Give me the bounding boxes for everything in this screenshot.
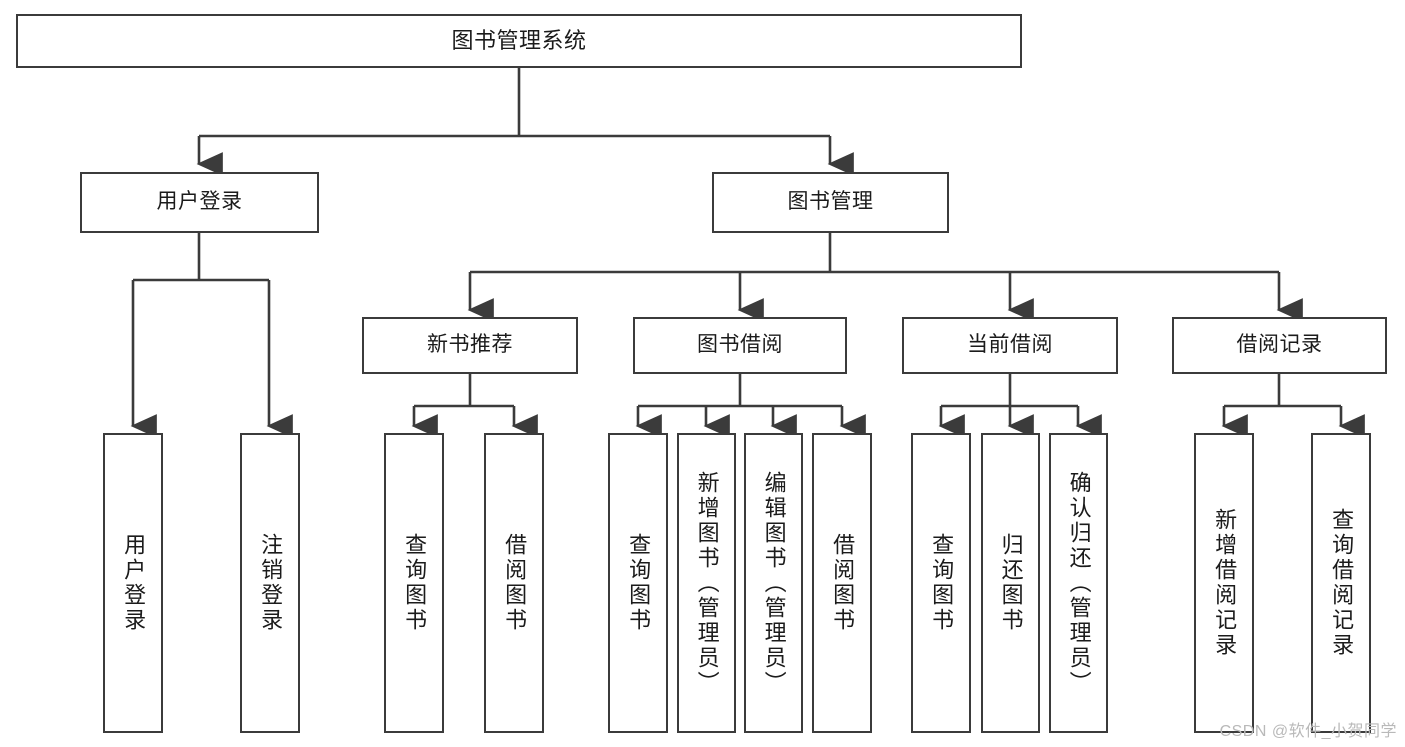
node-book-borrow[interactable]: 图书借阅 — [633, 317, 847, 374]
leaf-label: 注销登录 — [258, 533, 284, 633]
node-user-login[interactable]: 用户登录 — [80, 172, 319, 233]
leaf-label: 查询图书 — [626, 533, 652, 633]
leaf-user-login-logout[interactable]: 注销登录 — [240, 433, 300, 733]
leaf-new-book-borrow-books[interactable]: 借阅图书 — [484, 433, 544, 733]
leaf-current-borrow-return-books[interactable]: 归还图书 — [981, 433, 1040, 733]
leaf-borrow-records-add-record[interactable]: 新增借阅记录 — [1194, 433, 1254, 733]
node-borrow-records[interactable]: 借阅记录 — [1172, 317, 1387, 374]
leaf-book-borrow-add-book-admin[interactable]: 新增图书（管理员） — [677, 433, 736, 733]
leaf-book-borrow-edit-book-admin[interactable]: 编辑图书（管理员） — [744, 433, 803, 733]
node-label: 新书推荐 — [427, 333, 513, 357]
leaf-user-login-login[interactable]: 用户登录 — [103, 433, 163, 733]
node-label: 图书管理系统 — [451, 28, 587, 54]
leaf-label: 新增图书（管理员） — [694, 470, 720, 696]
node-root-book-management-system[interactable]: 图书管理系统 — [16, 14, 1022, 68]
leaf-borrow-records-query-record[interactable]: 查询借阅记录 — [1311, 433, 1371, 733]
leaf-label: 查询借阅记录 — [1329, 508, 1355, 658]
node-label: 当前借阅 — [967, 333, 1053, 357]
node-new-book-recommend[interactable]: 新书推荐 — [362, 317, 578, 374]
node-label: 图书借阅 — [697, 333, 783, 357]
node-label: 图书管理 — [787, 190, 874, 214]
leaf-label: 查询图书 — [929, 533, 955, 633]
leaf-label: 借阅图书 — [830, 533, 856, 633]
node-current-borrow[interactable]: 当前借阅 — [902, 317, 1118, 374]
csdn-watermark: CSDN @软件_小贺同学 — [1219, 723, 1397, 740]
leaf-book-borrow-query-books[interactable]: 查询图书 — [608, 433, 668, 733]
node-label: 用户登录 — [156, 190, 243, 214]
leaf-label: 借阅图书 — [502, 533, 528, 633]
leaf-book-borrow-borrow-books[interactable]: 借阅图书 — [812, 433, 872, 733]
leaf-label: 归还图书 — [998, 533, 1024, 633]
leaf-label: 编辑图书（管理员） — [761, 470, 787, 696]
leaf-current-borrow-query-books[interactable]: 查询图书 — [911, 433, 971, 733]
node-book-management[interactable]: 图书管理 — [712, 172, 949, 233]
leaf-current-borrow-confirm-return-admin[interactable]: 确认归还（管理员） — [1049, 433, 1108, 733]
leaf-label: 查询图书 — [402, 533, 428, 633]
leaf-label: 确认归还（管理员） — [1066, 470, 1092, 696]
node-label: 借阅记录 — [1236, 333, 1323, 357]
leaf-label: 新增借阅记录 — [1212, 508, 1238, 658]
leaf-label: 用户登录 — [121, 533, 147, 633]
leaf-new-book-query-books[interactable]: 查询图书 — [384, 433, 444, 733]
